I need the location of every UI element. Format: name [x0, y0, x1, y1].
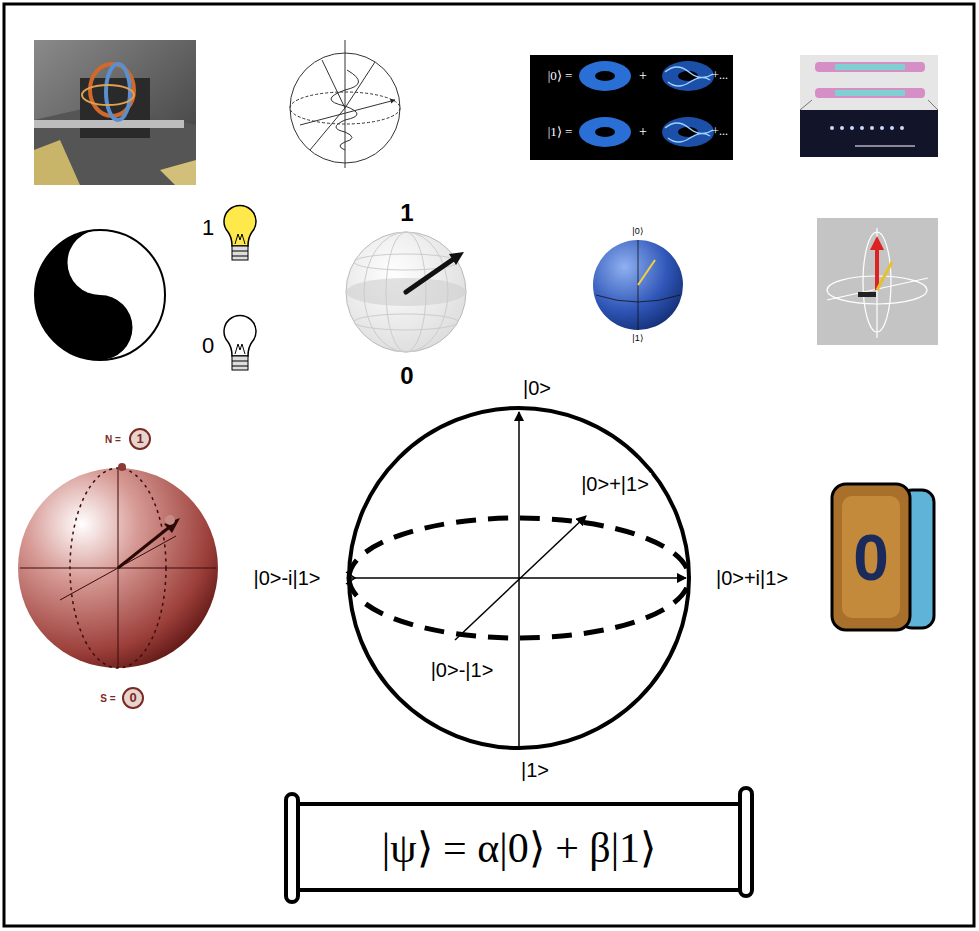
- frame: [4, 4, 974, 926]
- state-label: |0⟩ =: [548, 69, 573, 83]
- state-label: |0>+|1>: [579, 473, 651, 495]
- main-bloch-sphere: [346, 408, 689, 748]
- equation-text: |ψ⟩ = α|0⟩ + β|1⟩: [382, 823, 656, 872]
- pole-label: |0⟩: [630, 227, 645, 237]
- bit-value: 0: [853, 523, 889, 593]
- bulb-off: [224, 315, 256, 370]
- scroll-banner: [286, 788, 752, 902]
- state-label: |0>-|1>: [429, 659, 496, 681]
- plus-sign: +...: [712, 125, 728, 138]
- yin-yang-spin: [35, 230, 165, 360]
- pole-label: |1⟩: [630, 334, 645, 344]
- axes-render: [817, 218, 938, 345]
- pole-label: S =: [98, 693, 117, 704]
- grey-bloch-sphere: [346, 232, 466, 352]
- bloch-sketch: [290, 40, 400, 168]
- state-label: |1⟩ =: [548, 125, 573, 139]
- pole-label: 0: [398, 363, 415, 389]
- flux-states-image: [530, 55, 733, 160]
- pole-label: N =: [103, 434, 123, 445]
- blue-bloch-sphere: [593, 240, 683, 330]
- state-label: |1>: [519, 759, 551, 781]
- equation-scroll: |ψ⟩ = α|0⟩ + β|1⟩: [290, 806, 748, 888]
- bit-value: 1: [136, 432, 143, 446]
- plus-sign: +: [639, 124, 647, 139]
- ion-trap-image: [800, 55, 938, 157]
- sem-photo: [34, 40, 196, 185]
- bit-coin-icon: [832, 484, 934, 630]
- red-bloch-sphere: [18, 429, 218, 708]
- bit-value: 0: [200, 334, 216, 358]
- bulb-on: [224, 205, 256, 260]
- bit-value: 1: [200, 216, 216, 240]
- pole-label: 1: [398, 200, 415, 226]
- state-label: |0>: [521, 377, 553, 399]
- bit-value: 0: [129, 691, 136, 705]
- state-label: |0>-i|1>: [251, 567, 322, 589]
- plus-sign: +: [639, 68, 647, 83]
- plus-sign: +...: [712, 69, 728, 82]
- state-label: |0>+i|1>: [714, 567, 790, 589]
